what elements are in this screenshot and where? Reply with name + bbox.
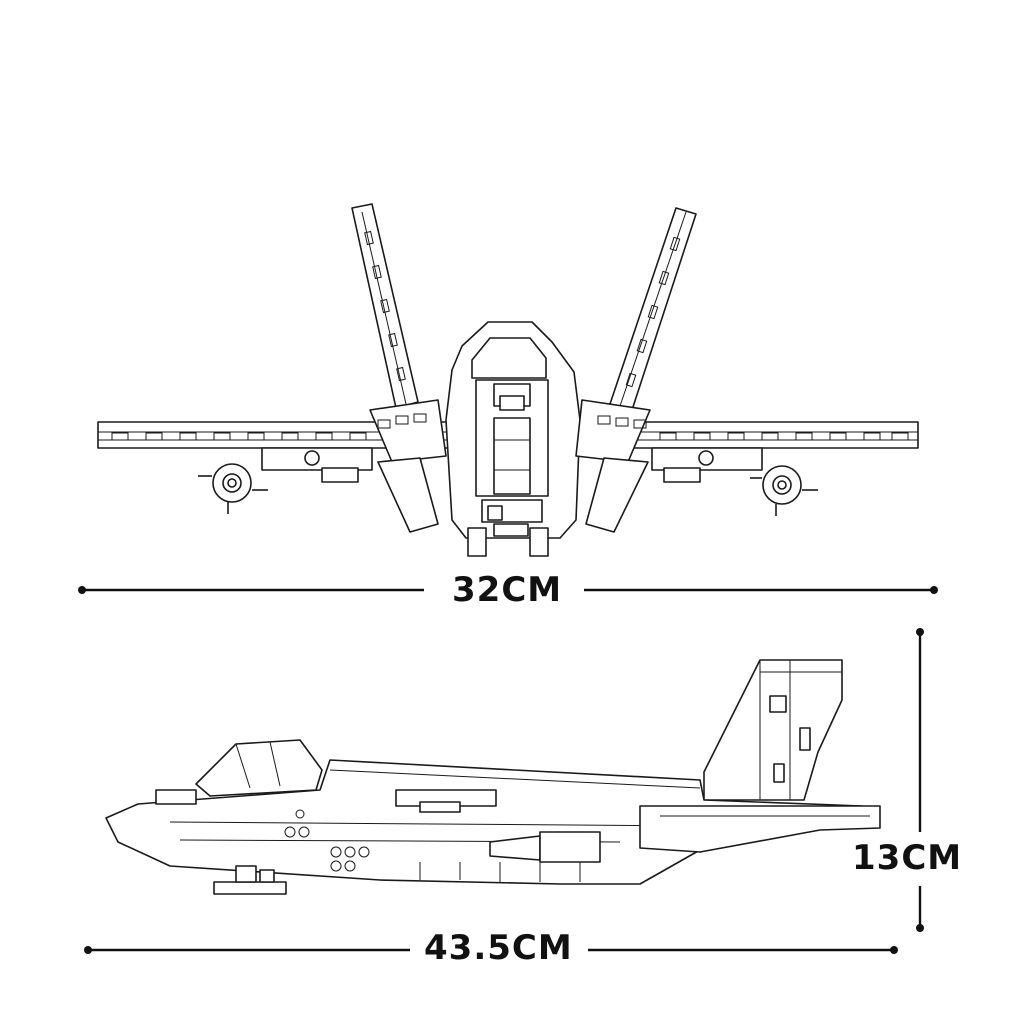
side-view-aircraft [105, 659, 881, 895]
width-dimension-label: 32CM [446, 570, 569, 610]
width-dimension-line [78, 586, 938, 594]
left-tail-fin [351, 203, 419, 409]
vertical-stabilizer [703, 659, 843, 801]
height-dimension-label: 13CM [852, 838, 963, 878]
front-view-aircraft [97, 203, 919, 557]
right-tail-fin [609, 207, 697, 411]
front-fuselage [369, 321, 651, 557]
height-dimension-line [916, 628, 924, 932]
length-dimension-line [84, 946, 898, 954]
side-fuselage [105, 739, 881, 895]
length-dimension-label: 43.5CM [418, 928, 579, 968]
